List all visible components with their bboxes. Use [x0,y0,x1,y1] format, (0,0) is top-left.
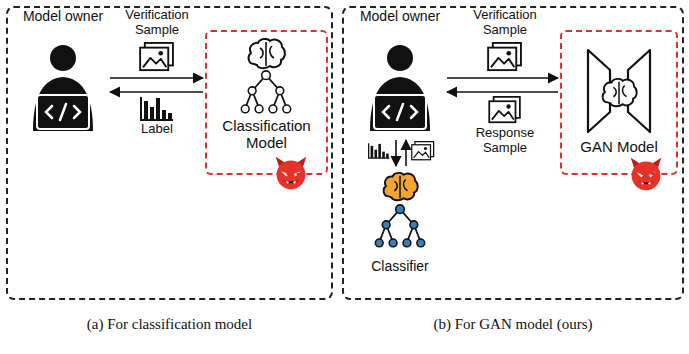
person-icon [370,45,430,131]
flow-arrow [110,77,203,79]
flow-arrow [405,140,407,166]
tree-icon [375,205,424,247]
image-icon [412,142,434,160]
classifier: Classifier [360,168,440,280]
flow-arrow [447,91,558,93]
edge-label: Label [117,122,197,137]
gan-icon [588,50,650,132]
node-label: Classification Model [209,117,324,152]
node-label: Classifier [371,258,429,274]
tree-icon [241,71,290,113]
flow-arrow [110,91,203,93]
edge-label: Response Sample [469,126,541,156]
model-box: Classification Model [205,30,328,175]
brain-icon [603,79,637,106]
gan-icon-part [588,50,650,132]
response-image-icon [489,97,520,122]
flow-arrow [447,77,558,79]
edge-label: Verification Sample [465,8,545,38]
bar-chart-icon [141,97,173,120]
actor: Model owner [355,8,445,138]
attacker-icon [276,157,307,189]
brain-icon [249,39,285,68]
panel-frame: (a) For classification modelModel ownerC… [6,6,333,300]
node-label: GAN Model [580,138,658,155]
bar-chart-icon [369,143,390,158]
image-icon [140,43,173,70]
panel-caption: (b) For GAN model (ours) [344,316,682,333]
edge-label: Verification Sample [117,8,197,38]
image-icon [488,43,521,70]
panel-caption: (a) For classification model [8,316,331,333]
actor: Model owner [18,8,108,138]
node-label: Model owner [360,8,440,24]
node-label: Model owner [23,8,103,24]
person-icon [33,45,93,131]
model-box: GAN Model [560,30,678,175]
flow-arrow [395,140,397,166]
panel-frame: (b) For GAN model (ours)Model ownerGAN M… [342,6,684,300]
brain-icon [384,173,418,200]
